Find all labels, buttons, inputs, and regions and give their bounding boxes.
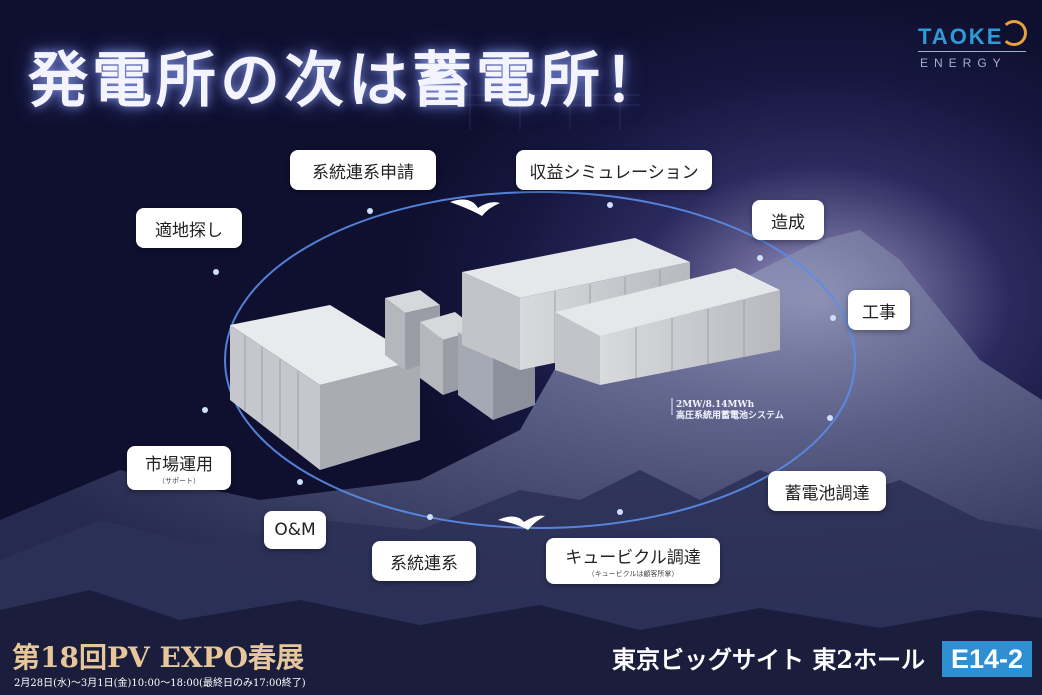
swallow-icon-top: [450, 199, 500, 216]
logo-ring-icon: [1001, 20, 1027, 46]
battery-cabinets-front: [555, 268, 780, 385]
step-battery-procurement: 蓄電池調達: [768, 471, 886, 511]
step-note: （サポート）: [158, 477, 200, 485]
grid-lines: [430, 80, 640, 130]
step-grid-connection: 系統連系: [372, 541, 476, 581]
step-construction: 工事: [848, 290, 910, 330]
taoke-logo: TAOKE ENERGY: [918, 18, 1028, 76]
orbit-sparkles: [202, 202, 836, 520]
step-grid-application: 系統連系申請: [290, 150, 436, 190]
step-note: （キュービクルは顧客所掌）: [587, 570, 679, 578]
step-market-operation: 市場運用 （サポート）: [127, 446, 231, 490]
expo-title: 第18回PV EXPO春展: [12, 641, 305, 674]
system-spec: 2MW/8.14MWh 高圧系統用蓄電池システム: [676, 400, 784, 422]
step-label: 収益シミュレーション: [529, 162, 699, 183]
logo-wordmark: TAOKE: [918, 24, 1004, 49]
step-label: O&M: [274, 520, 316, 540]
step-land-preparation: 造成: [752, 200, 824, 240]
workflow-orbit: [224, 191, 856, 529]
mountain-range-front: [0, 590, 1042, 695]
step-om: O&M: [264, 511, 326, 549]
step-label: 市場運用: [145, 455, 213, 475]
step-label: 系統連系申請: [312, 162, 414, 183]
swallow-icon-bottom: [498, 515, 545, 530]
cubicle-unit: [230, 305, 420, 470]
venue-name: 東京ビッグサイト 東2ホール: [612, 645, 926, 674]
headline: 発電所の次は蓄電所！: [28, 46, 668, 116]
booth-number-badge: E14-2: [942, 641, 1032, 677]
expo-dates: 2月28日(水)〜3月1日(金)10:00〜18:00(最終日のみ17:00終了…: [14, 678, 306, 689]
step-site-search: 適地探し: [136, 208, 242, 248]
step-label: 適地探し: [155, 220, 223, 241]
step-label: 造成: [771, 212, 805, 233]
step-label: 工事: [862, 302, 896, 323]
step-label: キュービクル調達: [565, 548, 701, 568]
logo-subtitle: ENERGY: [920, 56, 1007, 70]
step-label: 蓄電池調達: [784, 483, 870, 504]
system-name: 高圧系統用蓄電池システム: [676, 411, 784, 421]
step-revenue-simulation: 収益シミュレーション: [516, 150, 712, 190]
step-label: 系統連系: [390, 553, 458, 574]
logo-divider: [918, 51, 1026, 52]
system-capacity: 2MW/8.14MWh: [676, 400, 755, 410]
step-cubicle-procurement: キュービクル調達 （キュービクルは顧客所掌）: [546, 538, 720, 584]
